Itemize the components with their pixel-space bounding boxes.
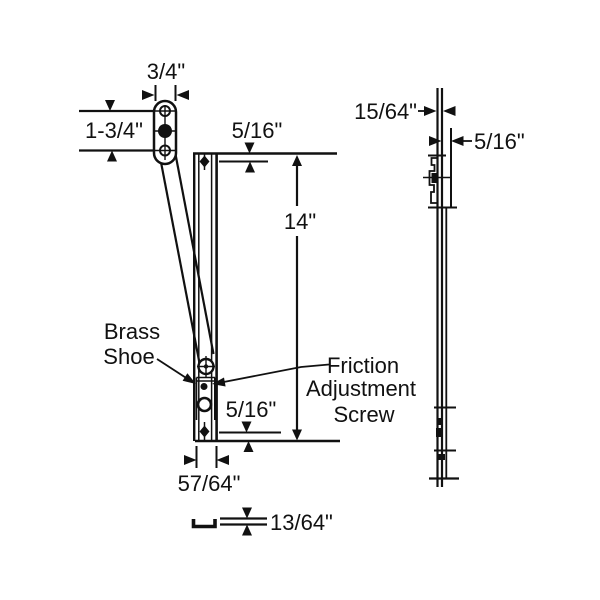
dim-side-profile-depth-label: 5/16" [474, 129, 525, 154]
dim-arm-bracket-width-label: 3/4" [147, 59, 185, 84]
side-profile-ticks [423, 154, 459, 480]
shoe-hole [196, 396, 213, 413]
track-top-screw [199, 154, 210, 170]
shoe-pivot-rivet [197, 356, 215, 377]
friction-label-line1: Friction [327, 353, 399, 378]
friction-screw-dot [200, 383, 208, 390]
bracket-rivet-bottom [159, 144, 171, 157]
channel-cross-section [191, 519, 217, 529]
top-bracket [152, 99, 178, 166]
dim-track-width-label: 57/64" [178, 471, 241, 496]
brass-shoe-callout: Brass Shoe [103, 319, 196, 384]
end-profile: 13/64" [191, 507, 333, 536]
side-profile-lines [436, 88, 452, 487]
hinge-arm [158, 148, 215, 364]
dim-channel-thickness-label: 13/64" [270, 510, 333, 535]
brass-shoe [195, 356, 216, 441]
dim-bracket-hole-spacing-label: 1-3/4" [85, 118, 143, 143]
side-bracket-notches [428, 157, 438, 204]
dim-bracket-hole-spacing: 1-3/4" [79, 100, 153, 162]
dim-side-profile-width-label: 15/64" [354, 99, 417, 124]
bracket-rivet-top [159, 105, 171, 117]
dim-track-width: 57/64" [178, 446, 241, 496]
friction-screw-callout: Friction Adjustment Screw [212, 353, 416, 427]
dim-arm-bracket-width: 3/4" [142, 59, 189, 101]
dim-channel-thickness: 13/64" [220, 507, 333, 536]
dim-bottom-hole-offset-label: 5/16" [226, 397, 277, 422]
dim-side-profile-width: 15/64" [354, 99, 456, 124]
side-view: 15/64" 5/16" [354, 88, 525, 487]
brass-shoe-label-line2: Shoe [103, 344, 154, 369]
dim-top-hole-offset: 5/16" [219, 118, 282, 173]
side-screw-heads [436, 418, 445, 460]
dim-top-hole-offset-label: 5/16" [232, 118, 283, 143]
friction-label-line3: Screw [333, 402, 394, 427]
dim-track-length: 14" [284, 155, 316, 441]
shoe-bottom-screw [199, 422, 210, 441]
dim-track-length-label: 14" [284, 209, 316, 234]
bracket-rivet-middle [158, 124, 172, 138]
track-channel [192, 152, 340, 443]
friction-label-line2: Adjustment [306, 376, 416, 401]
front-view: 3/4" 1-3/4" 5/16" 14" [79, 59, 416, 496]
dim-bottom-hole-offset: 5/16" [219, 397, 281, 452]
brass-shoe-label-line1: Brass [104, 319, 160, 344]
dim-side-profile-depth: 5/16" [429, 129, 525, 154]
